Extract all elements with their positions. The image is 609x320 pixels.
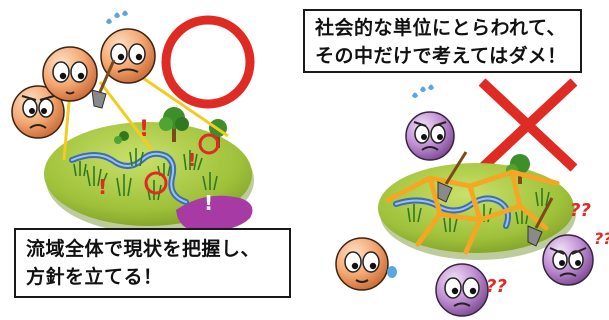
verdict-cross-icon: [478, 78, 578, 172]
caption-good-practice: 流域全体で現状を把握し、 方針を立てる！: [14, 228, 291, 298]
left-panel: ! ! ! !: [11, 10, 255, 233]
alert-mark: !: [188, 150, 196, 171]
confusion-mark: ??: [594, 229, 609, 248]
left-grasses: [73, 148, 218, 201]
sweat-drops-icon: [106, 10, 128, 24]
character-crying-left: [335, 237, 397, 291]
confusion-mark: ??: [486, 276, 507, 297]
confusion-mark: ??: [570, 200, 591, 221]
highlight-ring-lower: [144, 171, 168, 195]
tear-drop-icon: [387, 266, 397, 278]
shovel-icon: [527, 197, 554, 247]
alert-mark: !: [204, 191, 213, 215]
caption-line: その中だけで考えてはダメ！: [315, 45, 567, 67]
alert-mark: !: [139, 117, 149, 142]
right-panel: ?? ?? ??: [335, 78, 609, 317]
character-angry-right: [542, 234, 594, 286]
purple-zone: [176, 195, 253, 232]
alert-mark: !: [98, 175, 107, 199]
character-curious-middle: [42, 46, 98, 102]
caption-line: 方針を立てる！: [26, 266, 163, 288]
character-confused-bottom: [435, 263, 489, 317]
caption-line: 社会的な単位にとらわれて、: [315, 17, 567, 39]
verdict-circle-icon: [161, 15, 255, 109]
character-sad-purple-top: [405, 84, 455, 161]
caption-bad-practice: 社会的な単位にとらわれて、 その中だけで考えてはダメ！: [303, 9, 582, 73]
character-worried-left: [11, 85, 65, 139]
caption-line: 流域全体で現状を把握し、: [26, 238, 261, 260]
boundary-lines: [385, 169, 563, 255]
right-island: [378, 154, 576, 260]
shovel-icon: [437, 151, 468, 203]
character-shovel-top: [100, 10, 156, 84]
left-island: ! ! ! !: [44, 107, 254, 233]
shovel-icon: [91, 59, 116, 109]
highlight-ring-upper: [198, 133, 220, 155]
